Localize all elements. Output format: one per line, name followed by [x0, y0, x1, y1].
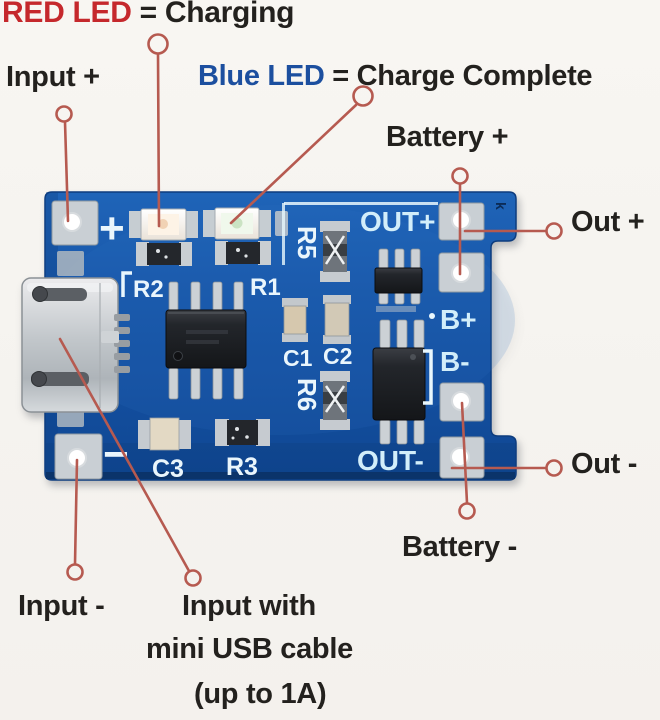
silk-plus: + [99, 204, 125, 253]
label-out-minus: Out - [571, 448, 638, 480]
silk-r6: R6 [292, 378, 322, 411]
label-input-plus: Input + [6, 61, 100, 93]
silk-bracket-left [121, 271, 132, 297]
label-out-plus: Out + [571, 206, 645, 238]
usb-mount-screw-top [32, 286, 87, 302]
label-input-usb-line1: Input with [182, 590, 316, 622]
resistor-r6-component [320, 371, 350, 430]
silk-k-mark: k [493, 202, 509, 210]
pad-small-mid [275, 211, 288, 236]
capacitor-c2-component [323, 295, 351, 344]
label-input-minus: Input - [18, 590, 105, 622]
pad-b-plus [438, 252, 485, 293]
label-battery-plus: Battery + [386, 121, 509, 153]
silk-dot [429, 313, 435, 319]
usb-mount-screw-bottom [31, 371, 89, 387]
title-red-led-charging: RED LED = Charging [2, 0, 294, 30]
label-blue-led-complete: Blue LED = Charge Complete [198, 60, 593, 93]
silk-line-vertical [282, 203, 285, 265]
silk-c2: C2 [323, 343, 352, 369]
label-input-usb-line3: (up to 1A) [194, 678, 327, 710]
silk-c1: C1 [283, 345, 313, 371]
silk-bracket-right [423, 349, 433, 405]
resistor-r3-component [215, 419, 270, 446]
pad-input-minus [54, 433, 103, 480]
silk-out-minus: OUT- [357, 445, 424, 476]
pad-b-minus [439, 382, 485, 422]
silk-b-minus: B- [440, 346, 470, 377]
resistor-r1-component [215, 241, 271, 265]
silk-out-plus: OUT+ [360, 206, 435, 237]
silk-minus: − [103, 430, 129, 479]
pad-out-minus [439, 436, 485, 479]
silk-r1: R1 [250, 274, 281, 301]
silk-r3: R3 [226, 453, 258, 481]
title-red-led: RED LED [2, 0, 132, 29]
label-battery-minus: Battery - [402, 531, 517, 563]
label-input-usb-line2: mini USB cable [146, 633, 353, 665]
micro-usb-connector [21, 277, 130, 413]
silk-r2: R2 [133, 276, 164, 303]
capacitor-c3-component [138, 417, 191, 451]
silk-b-plus: B+ [440, 304, 477, 335]
complete-blue-led [203, 207, 271, 240]
charging-red-led [129, 208, 198, 241]
silk-c3: C3 [152, 455, 184, 483]
resistor-r2-component [136, 242, 192, 266]
resistor-r5-component [320, 221, 350, 282]
mosfet-8205-ic [374, 248, 423, 312]
label-charge-complete: = Charge Complete [324, 60, 593, 92]
capacitor-c1-component [282, 298, 308, 342]
pad-out-plus [438, 202, 485, 241]
protection-ic [372, 319, 426, 445]
label-blue-led: Blue LED [198, 60, 325, 92]
title-charging: = Charging [131, 0, 295, 29]
pad-small-top [57, 251, 84, 276]
pad-input-plus [51, 200, 99, 246]
silk-r5: R5 [292, 226, 322, 259]
usb-shell-tab [101, 331, 119, 343]
silk-line-top [284, 202, 438, 205]
